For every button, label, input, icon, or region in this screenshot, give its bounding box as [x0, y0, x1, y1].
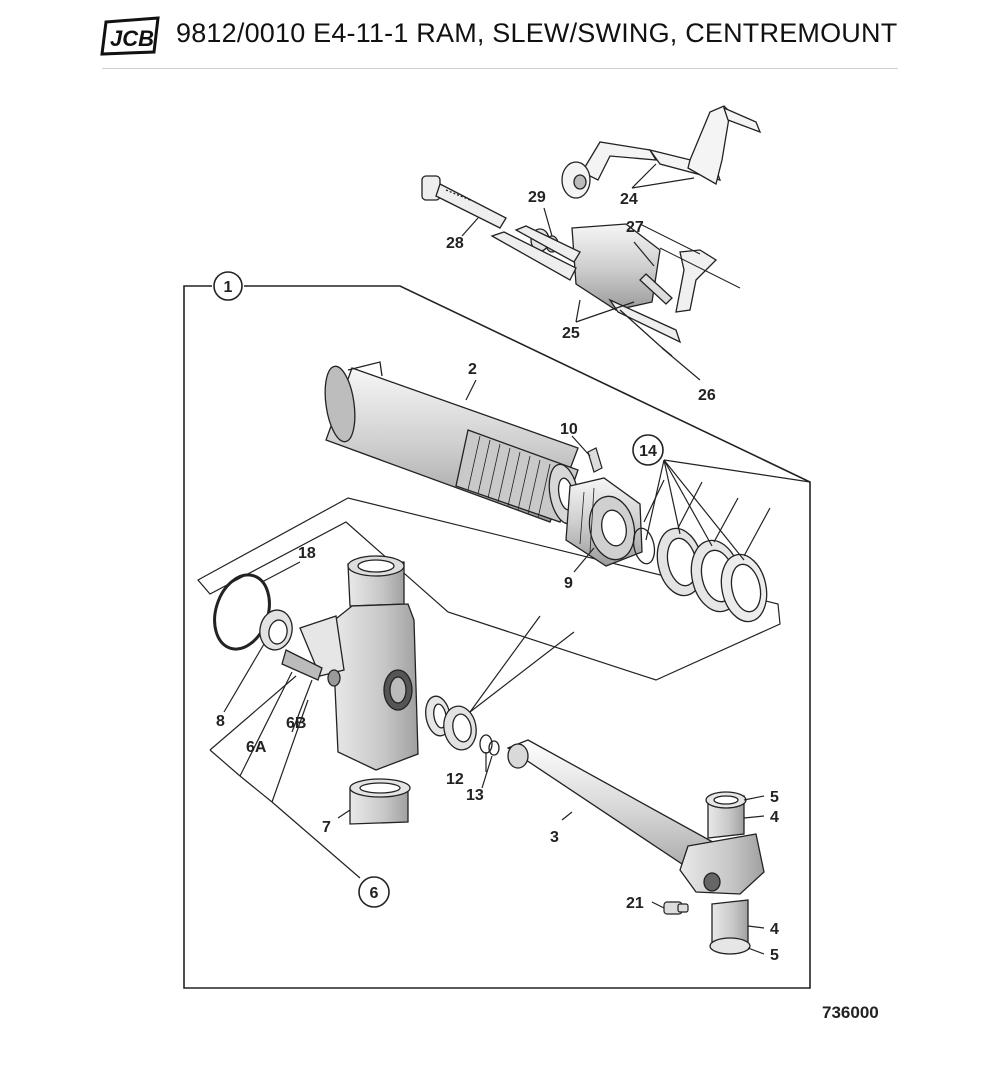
callout-circle-6: 6 — [358, 876, 390, 908]
callout-2: 2 — [468, 361, 477, 378]
drawing-number: 736000 — [822, 1003, 879, 1022]
callout-circle-14: 14 — [632, 434, 664, 466]
callout-13: 13 — [466, 787, 484, 804]
leader-lines — [209, 163, 811, 955]
svg-text:JCB: JCB — [110, 26, 154, 51]
page-header: JCB 9812/0010 E4-11-1 RAM, SLEW/SWING, C… — [0, 0, 1000, 72]
seal-kit-outline — [197, 497, 781, 681]
callout-5-lower: 5 — [770, 947, 779, 964]
callout-6a: 6A — [246, 739, 267, 756]
seal-set-part — [632, 527, 768, 623]
svg-text:6: 6 — [370, 885, 379, 902]
gland-nut-part — [565, 477, 643, 567]
jcb-logo: JCB — [100, 16, 160, 56]
callout-28: 28 — [446, 235, 464, 252]
callout-3: 3 — [550, 829, 559, 846]
svg-text:14: 14 — [639, 443, 657, 460]
callout-29: 29 — [528, 189, 546, 206]
header-divider — [102, 68, 898, 69]
cylinder-barrel-part — [324, 361, 580, 525]
callout-9: 9 — [564, 575, 573, 592]
page-title: 9812/0010 E4-11-1 RAM, SLEW/SWING, CENTR… — [176, 18, 898, 48]
callout-4-upper: 4 — [770, 809, 779, 826]
callout-12: 12 — [446, 771, 464, 788]
callout-21: 21 — [626, 895, 644, 912]
bolt-part — [421, 175, 507, 229]
assembly-boundary — [183, 285, 811, 989]
roll-pin-part — [587, 447, 603, 473]
callout-18: 18 — [298, 545, 316, 562]
callout-5-upper: 5 — [770, 789, 779, 806]
callout-24: 24 — [620, 191, 638, 208]
callout-7: 7 — [322, 819, 331, 836]
callout-circle-1: 1 — [213, 271, 243, 301]
piston-block-part — [259, 555, 419, 825]
svg-text:1: 1 — [224, 279, 233, 296]
piston-rod-part — [506, 739, 765, 955]
callout-26: 26 — [698, 387, 716, 404]
callout-6b: 6B — [286, 715, 306, 732]
mounting-pins-part — [561, 105, 762, 199]
callout-8: 8 — [216, 713, 225, 730]
clamp-bracket-part — [490, 223, 741, 357]
grease-nipple-part — [663, 901, 689, 915]
callout-27: 27 — [626, 219, 644, 236]
callout-10: 10 — [560, 421, 578, 438]
callout-25: 25 — [562, 325, 580, 342]
callout-4-lower: 4 — [770, 921, 779, 938]
rod-seal-part — [425, 695, 500, 756]
